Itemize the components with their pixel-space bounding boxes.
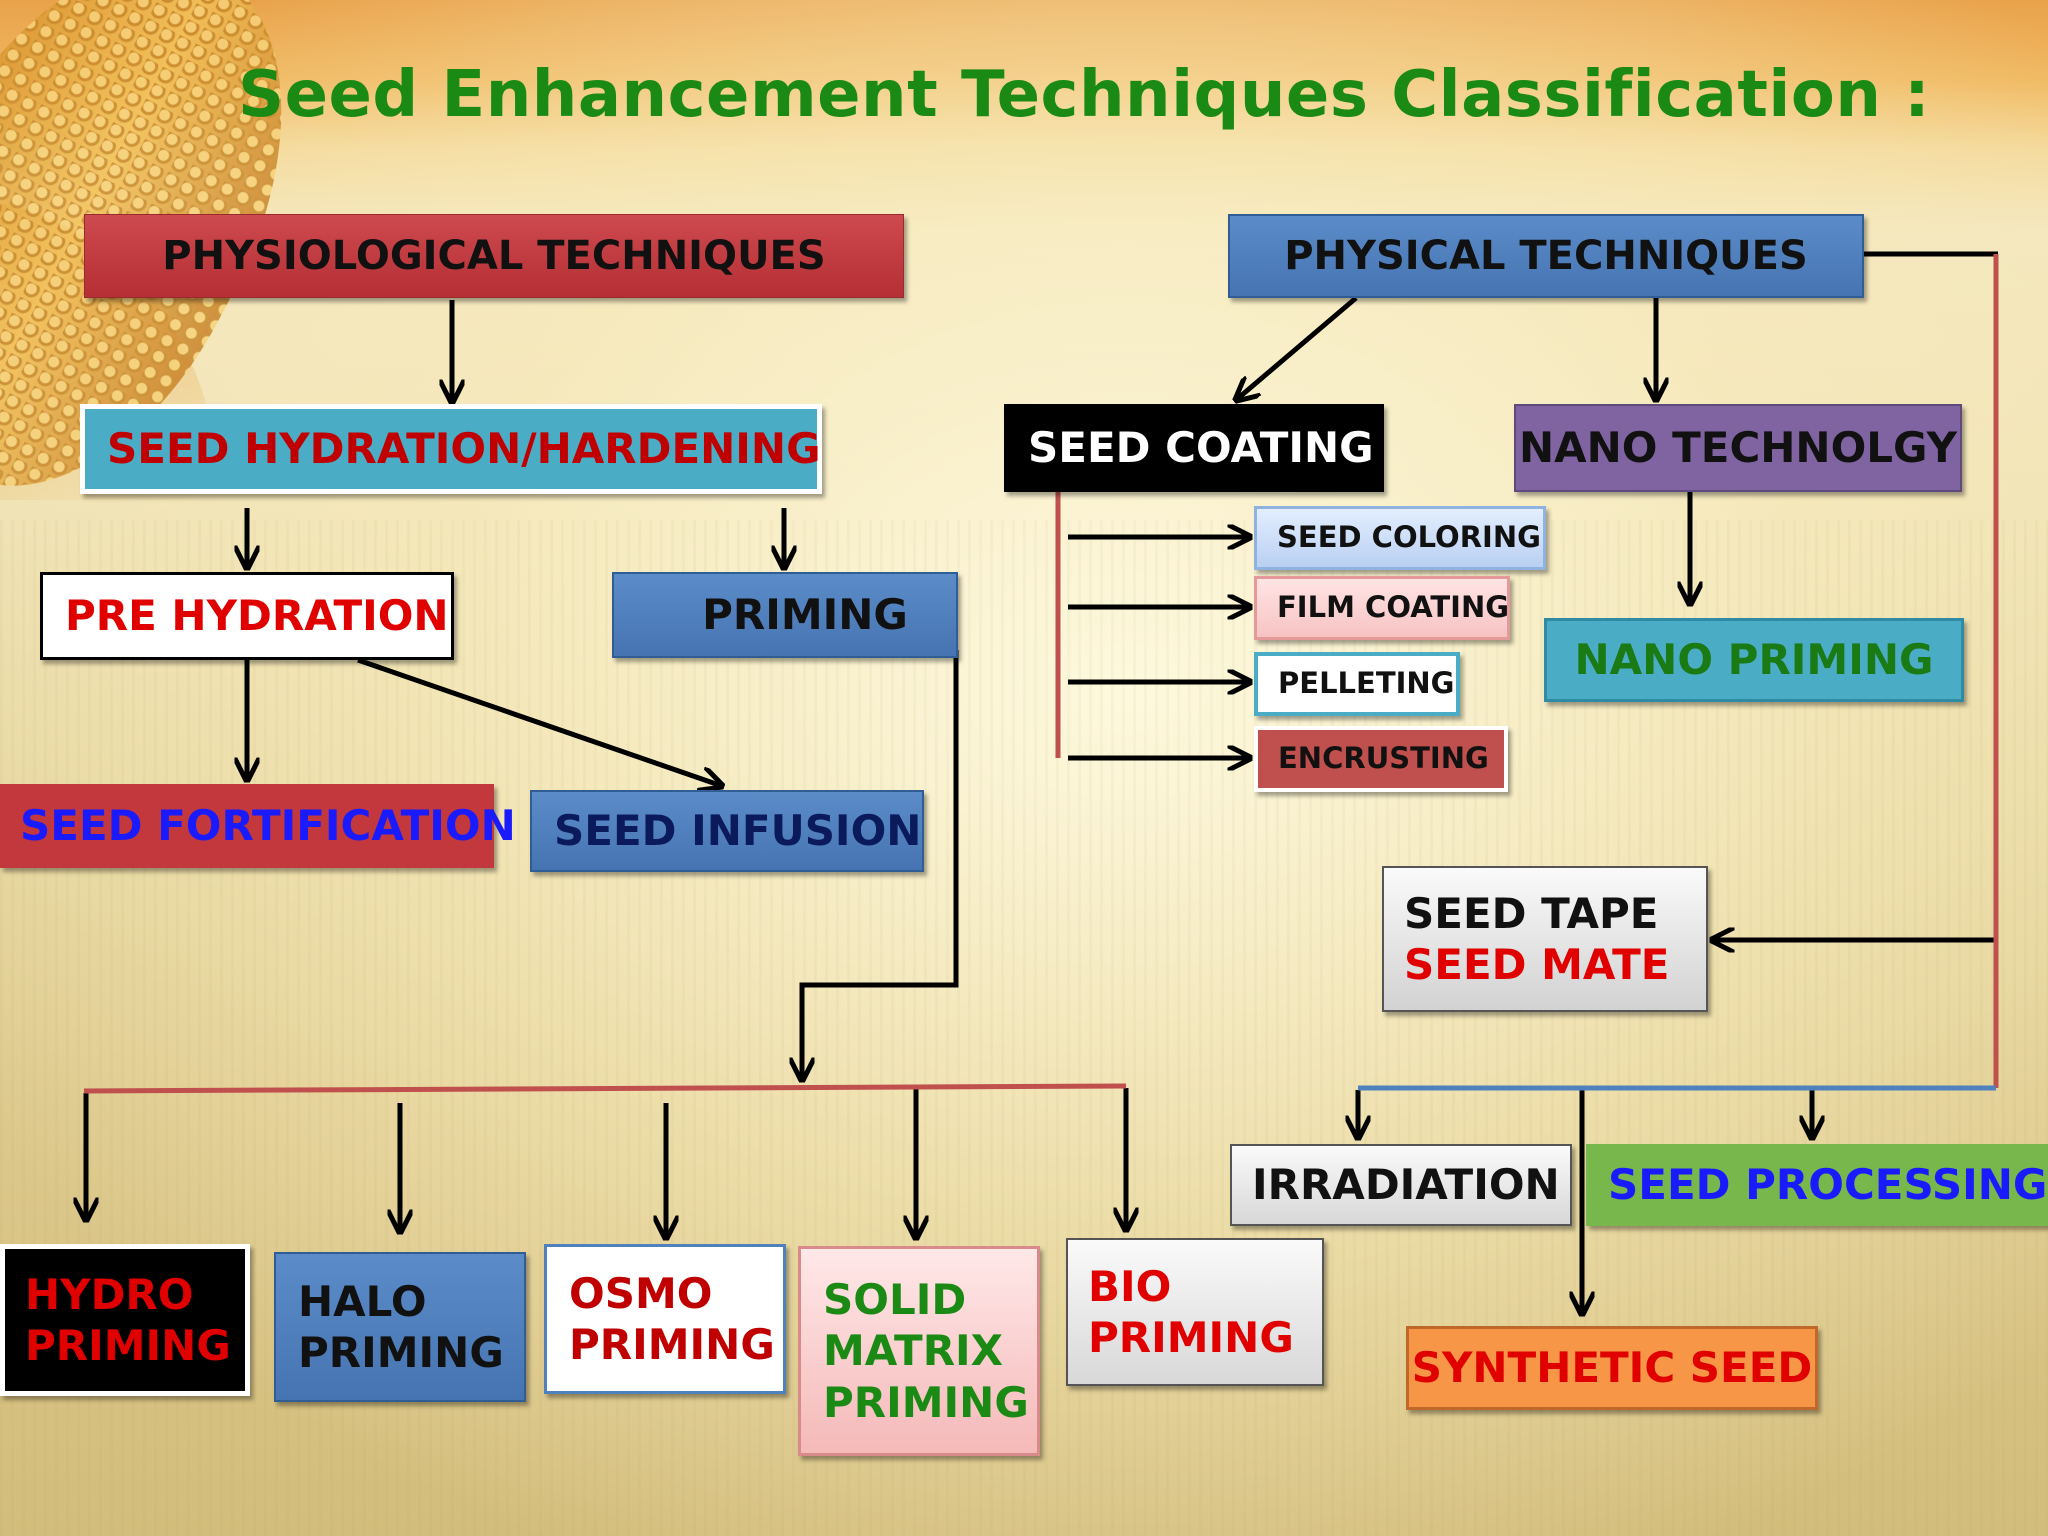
priming-types-bar — [83, 1083, 1127, 1094]
nano-technology-box: NANO TECHNOLGY — [1514, 404, 1962, 492]
seed-tape-label: SEED TAPE — [1404, 888, 1659, 938]
osmo-priming-box: OSMO PRIMING — [544, 1244, 786, 1394]
pre-hydration-label: PRE HYDRATION — [65, 591, 449, 641]
seed-fortification-label: SEED FORTIFICATION — [20, 801, 516, 851]
synthetic-seed-box: SYNTHETIC SEED — [1406, 1326, 1818, 1410]
solid-matrix-priming-line2: MATRIX — [823, 1326, 1004, 1376]
pre-hydration-box: PRE HYDRATION — [40, 572, 454, 660]
seed-coating-label: SEED COATING — [1028, 423, 1374, 473]
film-coating-label: FILM COATING — [1277, 590, 1510, 625]
nano-priming-label: NANO PRIMING — [1574, 635, 1934, 685]
seed-mate-label: SEED MATE — [1404, 940, 1670, 989]
solid-matrix-priming-line3: PRIMING — [823, 1377, 1029, 1427]
irradiation-label: IRRADIATION — [1252, 1160, 1560, 1210]
halo-priming-line2: PRIMING — [298, 1328, 504, 1377]
priming-box: PRIMING — [612, 572, 958, 658]
hydro-priming-line1: HYDRO — [25, 1269, 194, 1319]
synthetic-seed-label: SYNTHETIC SEED — [1411, 1343, 1813, 1393]
osmo-priming-line2: PRIMING — [569, 1320, 775, 1369]
seed-processing-label: SEED PROCESSING — [1608, 1160, 2048, 1210]
encrusting-label: ENCRUSTING — [1278, 741, 1489, 776]
physiological-techniques-box: PHYSIOLOGICAL TECHNIQUES — [84, 214, 904, 298]
seed-coloring-label: SEED COLORING — [1277, 520, 1541, 555]
seed-fortification-box: SEED FORTIFICATION — [0, 784, 516, 868]
physical-techniques-box: PHYSICAL TECHNIQUES — [1228, 214, 1864, 298]
physical-techniques-label: PHYSICAL TECHNIQUES — [1284, 232, 1808, 279]
seed-tape-box: SEED TAPE SEED MATE — [1382, 866, 1708, 1012]
irradiation-box: IRRADIATION — [1230, 1144, 1572, 1226]
nano-technology-label: NANO TECHNOLGY — [1518, 423, 1958, 473]
page-title: Seed Enhancement Techniques Classificati… — [238, 58, 1931, 132]
seed-infusion-box: SEED INFUSION — [530, 790, 924, 872]
seed-infusion-label: SEED INFUSION — [554, 806, 922, 856]
solid-matrix-priming-line1: SOLID — [823, 1275, 967, 1325]
bio-priming-line2: PRIMING — [1088, 1313, 1294, 1362]
arrow-to-infusion — [357, 657, 722, 786]
seed-hydration-label: SEED HYDRATION/HARDENING — [107, 424, 821, 474]
bio-priming-box: BIO PRIMING — [1066, 1238, 1324, 1386]
film-coating-box: FILM COATING — [1254, 576, 1510, 640]
arrow-physical-to-coating — [1236, 296, 1358, 400]
seed-hydration-box: SEED HYDRATION/HARDENING — [80, 404, 822, 494]
seed-coloring-box: SEED COLORING — [1254, 506, 1546, 570]
seed-coating-box: SEED COATING — [1004, 404, 1384, 492]
bio-priming-line1: BIO — [1088, 1261, 1172, 1311]
seed-processing-box: SEED PROCESSING — [1586, 1144, 2048, 1226]
priming-label: PRIMING — [702, 590, 908, 640]
solid-matrix-priming-box: SOLID MATRIX PRIMING — [798, 1246, 1040, 1456]
pelleting-box: PELLETING — [1254, 652, 1460, 716]
physiological-techniques-label: PHYSIOLOGICAL TECHNIQUES — [162, 232, 826, 279]
hydro-priming-line2: PRIMING — [25, 1321, 231, 1370]
halo-priming-box: HALO PRIMING — [274, 1252, 526, 1402]
pelleting-label: PELLETING — [1278, 666, 1455, 701]
nano-priming-box: NANO PRIMING — [1544, 618, 1964, 702]
halo-priming-line1: HALO — [298, 1276, 427, 1326]
hydro-priming-box: HYDRO PRIMING — [0, 1244, 250, 1396]
osmo-priming-line1: OSMO — [569, 1268, 713, 1318]
priming-down-connector — [802, 650, 959, 1080]
encrusting-box: ENCRUSTING — [1254, 726, 1508, 792]
